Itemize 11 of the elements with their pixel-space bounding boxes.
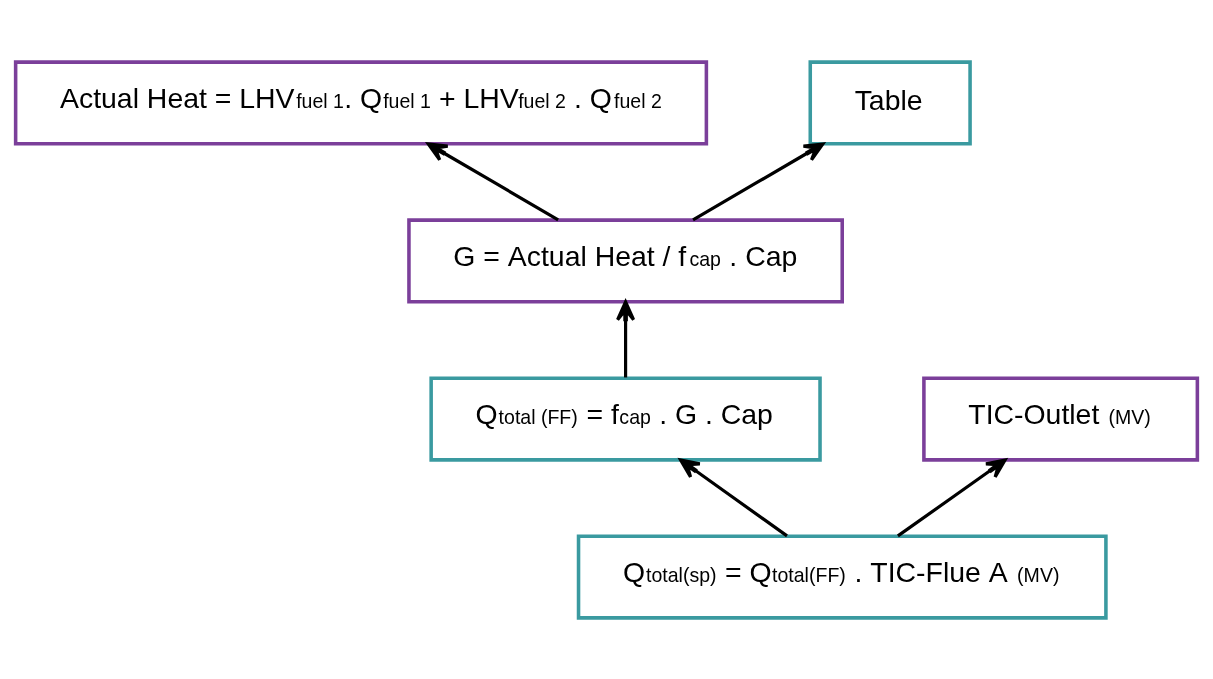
arrow <box>692 141 825 221</box>
node-box: TIC-Outlet (MV) <box>922 375 1200 462</box>
arrow <box>897 458 1007 537</box>
arrow <box>616 299 636 377</box>
arrow <box>679 458 788 537</box>
node-box: Qtotal(sp) = Qtotal(FF) . TIC-Flue A (MV) <box>576 533 1108 620</box>
node-box: Actual Heat = LHVfuel 1. Qfuel 1 + LHVfuel 2 . Qfuel 2 <box>13 59 709 146</box>
node-box: G = Actual Heat / fcap . Cap <box>407 217 844 304</box>
arrow <box>426 141 559 221</box>
node-box: Qtotal (FF) = fcap . G . Cap <box>429 375 822 462</box>
node-box: Table <box>808 59 972 146</box>
